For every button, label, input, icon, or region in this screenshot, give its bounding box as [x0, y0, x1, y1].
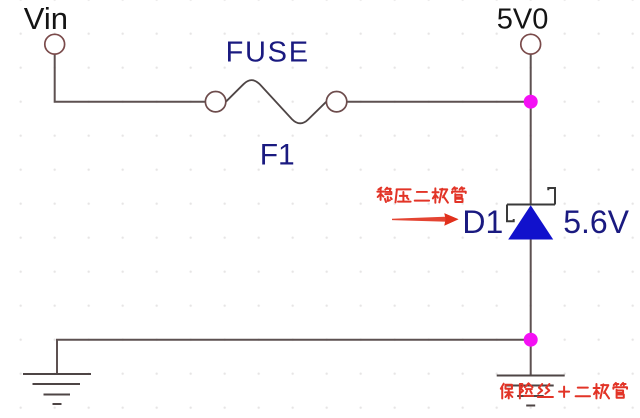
svg-text:5.6V: 5.6V — [563, 204, 629, 240]
svg-text:F1: F1 — [260, 138, 295, 171]
svg-text:5V0: 5V0 — [497, 3, 549, 35]
svg-text:D1: D1 — [462, 204, 503, 240]
svg-text:Vin: Vin — [24, 1, 68, 36]
svg-text:FUSE: FUSE — [226, 37, 310, 69]
